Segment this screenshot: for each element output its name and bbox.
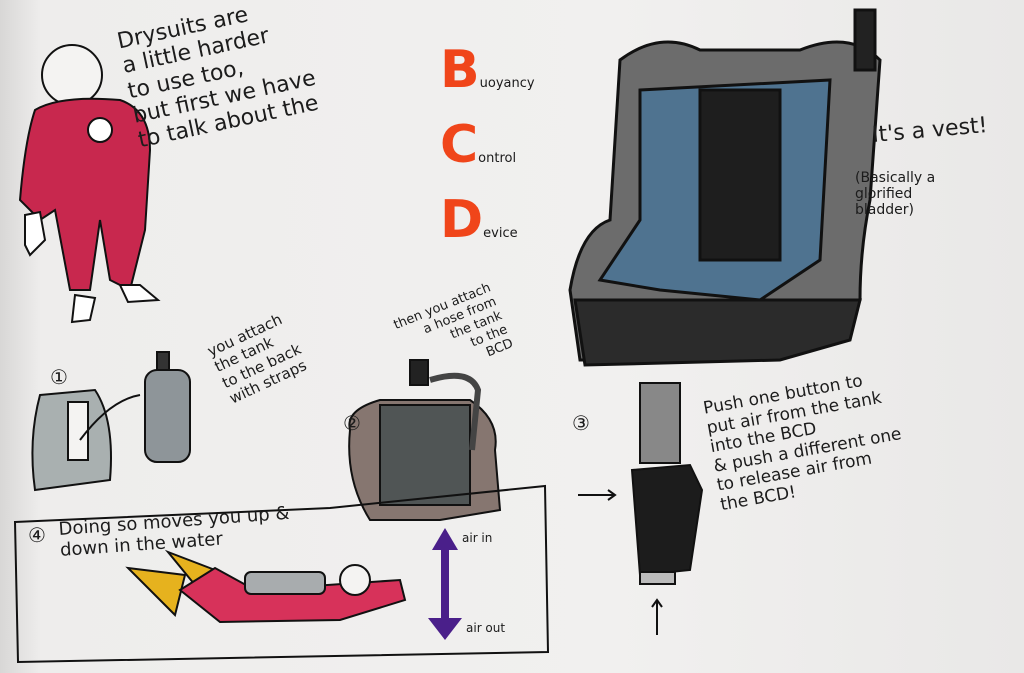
- inflator-drawing: [578, 382, 704, 635]
- vest-aside: (Basically a glorified bladder): [855, 170, 936, 219]
- acronym-d: Device: [440, 190, 518, 250]
- bcd-backplate-drawing: [31, 388, 141, 492]
- air-out-label: air out: [466, 621, 506, 635]
- acronym-b: Buoyancy: [440, 40, 535, 100]
- up-down-arrow: [428, 528, 462, 640]
- acronym-letter: C: [440, 115, 479, 175]
- acronym-word: ontrol: [478, 151, 517, 166]
- bcd-with-tank-drawing: [348, 359, 502, 521]
- tank-drawing: [144, 351, 191, 463]
- acronym-word: uoyancy: [479, 76, 535, 91]
- acronym-c: Control: [440, 115, 516, 175]
- step1-number: ①: [50, 365, 68, 389]
- step3-number: ③: [572, 411, 590, 435]
- acronym-letter: B: [440, 40, 480, 100]
- step4-number: ④: [28, 523, 46, 547]
- acronym-letter: D: [440, 190, 484, 250]
- diver-drawing: [125, 549, 407, 624]
- drysuit-figure: [18, 44, 161, 324]
- acronym-word: evice: [483, 226, 518, 241]
- bcd-vest-drawing: [568, 8, 882, 367]
- step4-box: [13, 484, 550, 664]
- step2-number: ②: [343, 411, 361, 435]
- air-in-label: air in: [462, 531, 493, 545]
